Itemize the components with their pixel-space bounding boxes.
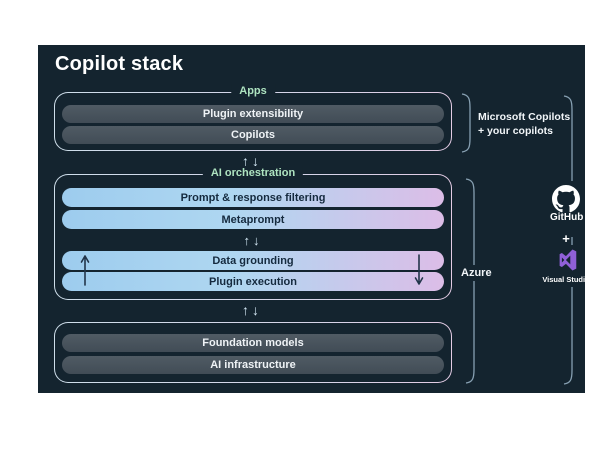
- plus-sign: +: [562, 231, 570, 246]
- visual-studio-label: Visual Studio: [542, 275, 585, 284]
- github-icon: [552, 185, 580, 213]
- apps-group: Apps Plugin extensibility Copilots: [54, 84, 452, 151]
- down-arrow-icon: [414, 254, 424, 285]
- foundation-group: Foundation models AI infrastructure: [54, 322, 452, 383]
- copilot-stack-panel: Copilot stack Apps Plugin extensibility …: [38, 45, 585, 393]
- down-arrow-icon: ↓: [252, 153, 262, 169]
- up-arrow-icon: ↑: [242, 302, 252, 318]
- flow-arrows-apps-orchestration: ↑↓: [54, 151, 450, 171]
- apps-group-label: Apps: [231, 84, 275, 98]
- stack-bracket: [563, 95, 573, 385]
- microsoft-copilots-label-line2: + your copilots: [478, 125, 553, 137]
- ai-orchestration-group: AI orchestration Prompt & response filte…: [54, 166, 452, 300]
- azure-bracket: [465, 178, 475, 384]
- pill-ai-infrastructure: AI infrastructure: [62, 356, 444, 374]
- down-arrow-icon: ↓: [252, 302, 262, 318]
- pill-plugin-execution: Plugin execution: [62, 272, 444, 291]
- pill-data-grounding: Data grounding: [62, 251, 444, 270]
- flow-arrows-orchestration-foundation: ↑↓: [54, 300, 450, 320]
- page-title: Copilot stack: [55, 53, 184, 75]
- github-logo-block: GitHub: [546, 181, 585, 237]
- pill-plugin-extensibility: Plugin extensibility: [62, 105, 444, 123]
- up-arrow-icon: ↑: [243, 233, 253, 248]
- flow-arrows-metaprompt-grounding: ↑↓: [55, 232, 451, 249]
- github-label: GitHub: [550, 212, 584, 223]
- pill-metaprompt: Metaprompt: [62, 210, 444, 229]
- pill-prompt-response-filtering: Prompt & response filtering: [62, 188, 444, 207]
- pill-foundation-models: Foundation models: [62, 334, 444, 352]
- microsoft-copilots-label-line1: Microsoft Copilots: [478, 111, 571, 123]
- visual-studio-icon: [559, 249, 577, 271]
- azure-label: Azure: [458, 265, 495, 281]
- up-arrow-icon: ↑: [242, 153, 252, 169]
- microsoft-copilots-label: Microsoft Copilots + your copilots: [478, 110, 570, 138]
- visual-studio-logo-block: Visual Studio: [536, 245, 585, 287]
- ai-orchestration-group-label: AI orchestration: [202, 166, 304, 180]
- down-arrow-icon: ↓: [253, 233, 263, 248]
- up-arrow-icon: [80, 255, 90, 286]
- apps-bracket: [461, 93, 471, 153]
- pill-copilots: Copilots: [62, 126, 444, 144]
